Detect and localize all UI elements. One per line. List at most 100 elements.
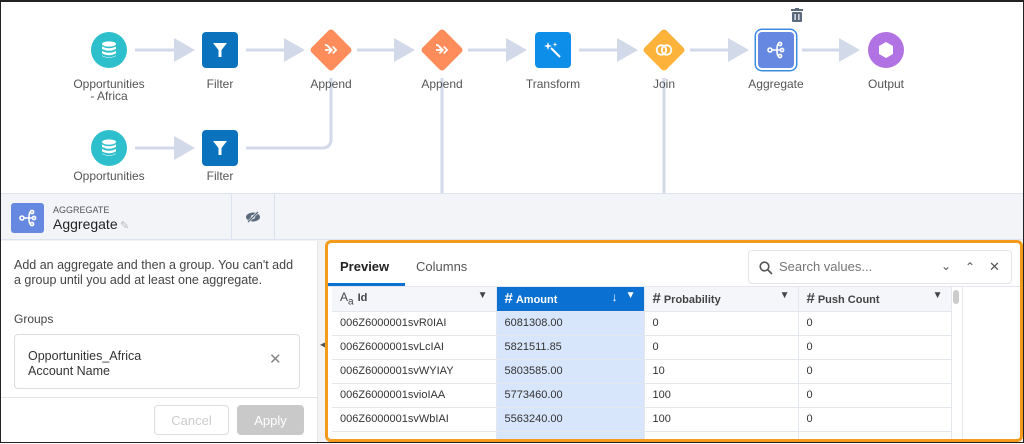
node-label: Append (421, 77, 463, 91)
table-cell: 100 (644, 407, 799, 432)
trash-icon[interactable] (791, 8, 803, 22)
column-label: Amount (515, 294, 558, 307)
join-icon (655, 44, 673, 56)
column-menu-icon[interactable]: ▼ (625, 290, 636, 302)
sort-desc-icon[interactable]: ↓ (611, 290, 618, 305)
tab-columns[interactable]: Columns (416, 259, 468, 274)
table-cell: 006Z6000001svioIAA (332, 383, 497, 408)
column-menu-icon[interactable]: ▼ (932, 290, 943, 302)
collapse-handle-icon[interactable]: ◀ (320, 340, 327, 349)
column-menu-icon[interactable]: ▼ (477, 290, 488, 302)
column-header-push-count[interactable]: #Push Count▼ (798, 287, 952, 312)
node-label: Filter (206, 169, 234, 183)
table-cell: 006Z6000001svLcIAI (332, 335, 497, 360)
cancel-button[interactable]: Cancel (154, 405, 229, 435)
table-cell: 0 (644, 335, 799, 360)
node-label: Aggregate (748, 77, 804, 91)
node-label: Append (310, 77, 352, 91)
divider (0, 397, 318, 398)
node-filter[interactable] (202, 130, 238, 166)
node-join[interactable] (642, 28, 686, 72)
hide-preview-button[interactable] (231, 194, 275, 240)
node-label: Transform (525, 77, 581, 91)
aggregate-icon (767, 41, 785, 59)
table-cell: 0 (798, 335, 952, 360)
node-type-label: AGGREGATE (53, 205, 110, 215)
node-aggregate[interactable] (758, 32, 794, 68)
node-label: Opportunities - Africa (73, 77, 145, 103)
search-input[interactable] (779, 259, 919, 274)
node-label: Output (867, 77, 905, 91)
column-menu-icon[interactable]: ▼ (779, 290, 790, 302)
transform-icon (544, 41, 562, 59)
filter-icon (212, 140, 228, 156)
group-item-field: Account Name (28, 364, 110, 378)
flow-connectors (135, 38, 860, 193)
table-cell: 0 (644, 311, 799, 336)
table-cell: 5563240.00 (496, 407, 645, 432)
table-cell: 5773460.00 (496, 383, 645, 408)
groups-label: Groups (14, 312, 54, 326)
node-label: Opportunities (73, 169, 145, 183)
tab-active-indicator (328, 283, 405, 286)
column-label: Id (357, 292, 368, 305)
table-cell (644, 431, 799, 439)
table-cell: 006Z6000001svWYIAY (332, 359, 497, 384)
clear-search-icon[interactable]: ✕ (989, 259, 1000, 274)
table-cell: 5803585.00 (496, 359, 645, 384)
search-box[interactable]: ⌄ ⌃ ✕ (748, 250, 1012, 284)
node-append[interactable] (420, 28, 464, 72)
node-filter[interactable] (202, 32, 238, 68)
remove-group-icon[interactable]: ✕ (269, 351, 282, 368)
node-append[interactable] (309, 28, 353, 72)
node-transform[interactable] (535, 32, 571, 68)
table-cell: 0 (798, 407, 952, 432)
next-match-icon[interactable]: ⌄ (941, 259, 952, 273)
divider (328, 286, 1020, 287)
dataset-icon (101, 139, 117, 157)
panel-header: AGGREGATE Aggregate ✎ (0, 194, 1024, 240)
table-cell: 0 (798, 311, 952, 336)
table-cell: 6081308.00 (496, 311, 645, 336)
output-icon (878, 41, 894, 59)
table-cell: 0 (798, 383, 952, 408)
description-text: Add an aggregate and then a group. You c… (14, 258, 294, 287)
search-icon (759, 261, 773, 275)
apply-button[interactable]: Apply (237, 405, 304, 435)
node-name[interactable]: Aggregate (53, 216, 118, 232)
aggregate-settings: Add an aggregate and then a group. You c… (0, 241, 318, 444)
aggregate-icon (11, 203, 44, 233)
table-cell: 0 (798, 359, 952, 384)
group-item-source: Opportunities_Africa (28, 349, 142, 363)
table-cell (496, 431, 645, 439)
column-header-amount[interactable]: #Amount▼↓ (496, 287, 645, 312)
filter-icon (212, 42, 228, 58)
node-label: Filter (206, 77, 234, 91)
append-icon (435, 43, 449, 56)
text-type-icon: Aa (340, 290, 354, 308)
table-cell (798, 431, 952, 439)
table-cell: 006Z6000001svR0IAI (332, 311, 497, 336)
node-output[interactable] (868, 32, 904, 68)
edit-pencil-icon[interactable]: ✎ (120, 220, 130, 232)
node-dataset[interactable] (91, 130, 127, 166)
table-row[interactable] (332, 431, 952, 439)
column-header-probability[interactable]: #Probability▼ (644, 287, 799, 312)
tab-preview[interactable]: Preview (340, 259, 390, 274)
vertical-scrollbar[interactable] (953, 290, 959, 304)
table-cell (332, 431, 497, 439)
divider (962, 287, 963, 439)
group-item[interactable]: Opportunities_Africa Account Name ✕ (14, 334, 300, 389)
previous-match-icon[interactable]: ⌃ (965, 260, 976, 274)
table-cell: 5821511.85 (496, 335, 645, 360)
node-dataset[interactable] (91, 32, 127, 68)
